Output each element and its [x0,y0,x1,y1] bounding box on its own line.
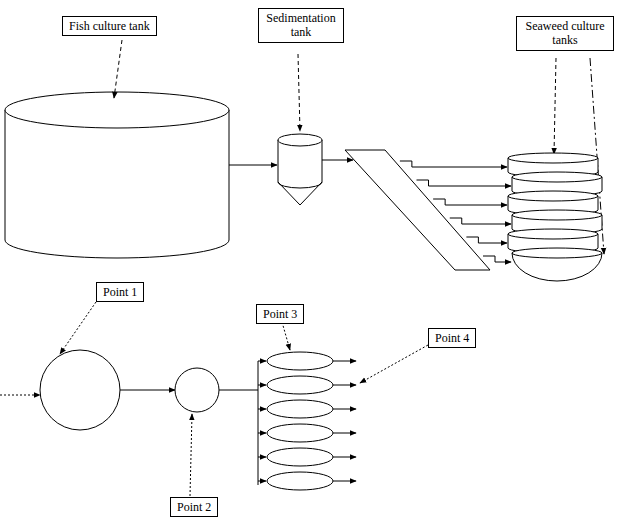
label-box: Point 2 [170,497,218,517]
seaweed-tank-ellipse [267,400,333,418]
seaweed-tank [512,248,602,281]
branch-line [258,481,266,482]
seaweed-tank-ellipse [267,424,333,442]
flow-line [219,390,258,391]
label-text: Point 3 [263,307,297,321]
label-box: Point 4 [428,328,476,348]
label-text: Fish culture tank [69,19,150,33]
outflow-arrow [333,409,356,410]
leader-line [60,302,96,354]
branch-line [258,361,266,362]
seaweed-tank-ellipse [267,352,333,370]
label-text: Point 2 [177,500,211,514]
sedimentation-tank [278,134,322,205]
seaweed-tank-ellipse [267,376,333,394]
branch-line [258,385,266,386]
outflow-arrow [333,457,356,458]
outflow-arrow [333,385,356,386]
branch-pipe [417,180,512,186]
outflow-arrow [333,481,356,482]
leader-line [298,54,300,131]
outflow-arrow [333,433,356,434]
seaweed-tank-ellipse [267,448,333,466]
fish-tank-circle [40,350,120,430]
leader-line [360,345,428,383]
flow-line [258,361,259,485]
label-box: Seaweed culture tanks [516,16,614,51]
branch-pipe [400,161,507,167]
label-box: Fish culture tank [62,16,157,36]
flow-line [120,390,175,391]
manifold [345,150,490,270]
label-box: Point 3 [256,304,304,324]
branch-pipe [466,237,507,243]
label-text: Sedimentation tank [265,11,337,40]
fish-tank [5,92,229,258]
label-box: Point 1 [96,282,144,302]
sedimentation-circle [175,368,219,412]
seaweed-tank-ellipse [267,472,333,490]
branch-line [258,457,266,458]
leader-line [282,322,290,350]
pipe [322,160,353,161]
branch-line [258,433,266,434]
leader-line [190,414,192,496]
outflow-arrow [333,361,356,362]
label-text: Point 4 [435,331,469,345]
branch-pipe [483,256,511,262]
branch-line [258,409,266,410]
label-box: Sedimentation tank [258,8,344,43]
inflow-arrow [0,395,40,396]
label-text: Seaweed culture tanks [523,19,607,48]
leader-line [114,40,122,98]
leader-line [554,58,556,154]
branch-pipe [433,199,507,205]
branch-pipe [450,218,511,224]
label-text: Point 1 [103,285,137,299]
pipe [229,165,277,166]
